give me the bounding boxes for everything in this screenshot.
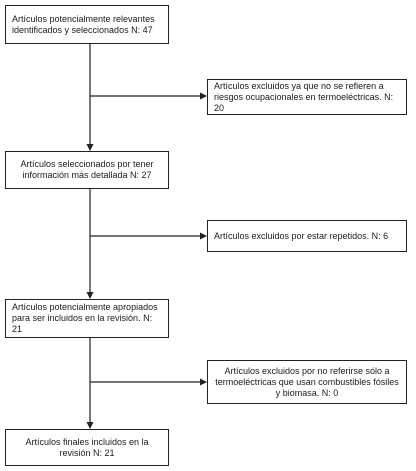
box-final-articles-text: Artículos finales incluidos en la revisi… (25, 436, 149, 458)
box-identified-articles-text: Artículos potencialmente relevantes iden… (12, 13, 155, 35)
box-exclusion-repeated: Artículos excluidos por estar repetidos.… (207, 220, 407, 252)
box-appropriate-articles: Artículos potencialmente apropiados para… (5, 299, 169, 338)
box-identified-articles: Artículos potencialmente relevantes iden… (5, 5, 169, 44)
box-exclusion-repeated-text: Artículos excluidos por estar repetidos.… (214, 230, 389, 241)
box-exclusion-not-occupational: Artículos excluidos ya que no se refiere… (207, 79, 407, 115)
box-detailed-info-articles-text: Artículos seleccionados por tener inform… (20, 159, 154, 180)
box-exclusion-fuel-type-text: Artículos excluidos por no referirse sól… (215, 365, 399, 398)
box-appropriate-articles-text: Artículos potencialmente apropiados para… (12, 302, 158, 334)
box-detailed-info-articles: Artículos seleccionados por tener inform… (5, 151, 169, 189)
box-final-articles: Artículos finales incluidos en la revisi… (5, 429, 169, 466)
box-exclusion-fuel-type: Artículos excluidos por no referirse sól… (207, 360, 407, 404)
box-exclusion-not-occupational-text: Artículos excluidos ya que no se refiere… (214, 80, 394, 113)
